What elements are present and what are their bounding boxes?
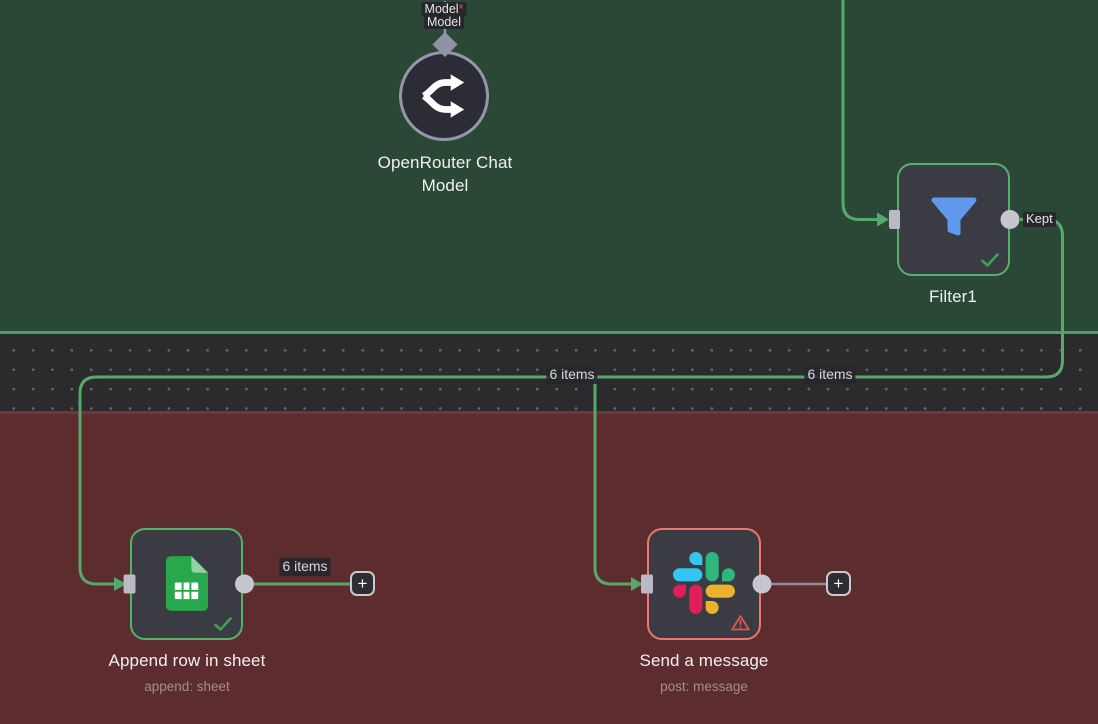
arrowhead-icon [877,212,889,227]
slack-icon [673,552,735,614]
items-count-label: 6 items [804,366,856,384]
connection-kept-to-slack[interactable] [593,377,643,591]
add-node-button-after-slack[interactable]: + [826,571,851,596]
items-count-label: 6 items [279,558,331,576]
plus-icon: + [833,574,844,593]
items-count-label: 6 items [546,366,598,384]
openrouter-logo-icon [421,74,465,118]
check-icon [981,253,999,267]
node-title-slack: Send a message [639,651,769,670]
warning-triangle-icon [731,615,750,631]
funnel-icon [931,197,976,235]
output-port-filter1[interactable] [1000,210,1020,229]
model-port-badge: Model [423,15,465,30]
input-port-filter1[interactable] [889,210,900,229]
input-port-slack[interactable] [641,574,653,594]
check-icon [214,617,232,631]
arrowhead-icon [114,577,126,591]
kept-output-badge: Kept [1023,211,1056,227]
model-port-required-badge: Model* [421,2,467,17]
arrowhead-icon [631,577,643,591]
required-asterisk: * [458,2,464,16]
node-openrouter-chat-model[interactable] [399,51,489,141]
node-title-openrouter: OpenRouter Chat Model [377,153,513,196]
output-port-sheets[interactable] [235,574,254,594]
node-filter1[interactable] [897,163,1010,276]
node-title-filter1: Filter1 [929,287,977,306]
google-sheets-icon [165,555,208,611]
node-subtitle-sheets: append: sheet [144,679,230,694]
add-node-button-after-sheets[interactable]: + [350,571,375,596]
diamond-port-icon[interactable] [432,32,458,57]
node-subtitle-slack: post: message [660,679,748,694]
output-port-slack[interactable] [752,574,772,594]
connection-into-filter[interactable] [841,0,889,227]
node-title-sheets: Append row in sheet [108,651,266,670]
input-port-sheets[interactable] [123,574,136,594]
plus-icon: + [357,574,368,593]
